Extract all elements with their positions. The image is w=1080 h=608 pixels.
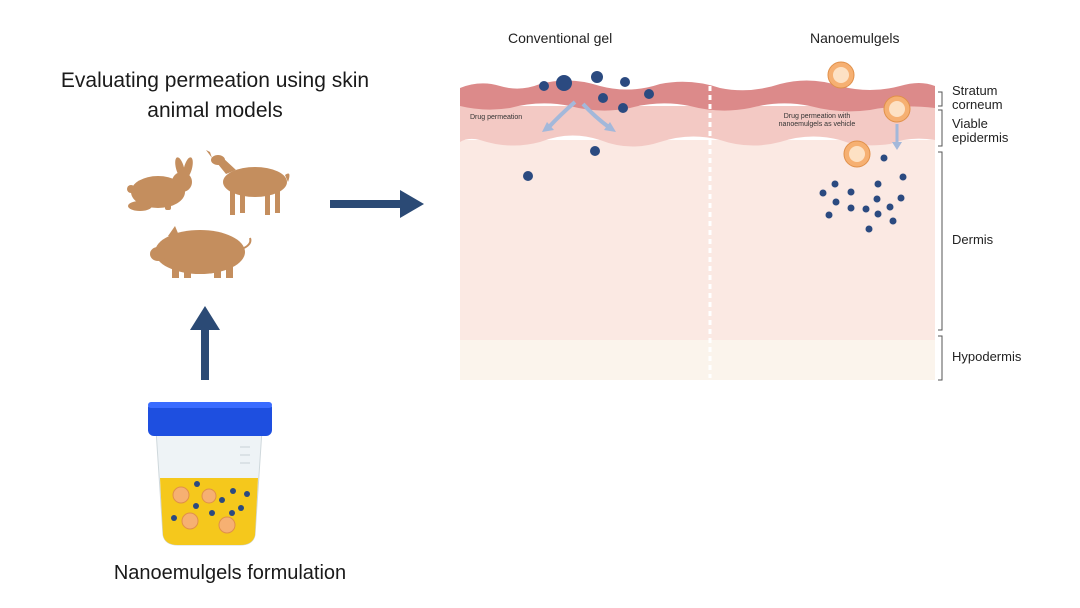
formulation-label: Nanoemulgels formulation bbox=[113, 562, 347, 584]
drug-particles-nano bbox=[819, 154, 907, 233]
rabbit-icon bbox=[127, 157, 193, 211]
vehicle-label-line1: Drug permeation with bbox=[783, 113, 851, 120]
goat-icon bbox=[206, 150, 290, 215]
drug-permeation-label: Drug permeation bbox=[470, 114, 523, 121]
viable-epidermis-label: Viable epidermis bbox=[952, 117, 1008, 145]
nanoemulgels-label: Nanoemulgels bbox=[810, 30, 900, 46]
dermis-label: Dermis bbox=[952, 232, 994, 247]
skin-panel bbox=[460, 61, 935, 380]
nanoemulsion-droplets bbox=[827, 61, 911, 168]
layer-brackets bbox=[938, 91, 943, 381]
drug-particles-conventional bbox=[523, 71, 654, 181]
right-arrow bbox=[330, 190, 424, 218]
viable-line1: Viable bbox=[952, 116, 988, 131]
drug-permeation-vehicle-label: Drug permeation with nanoemulgels as veh… bbox=[752, 113, 882, 129]
left-title: Evaluating permeation using skin animal … bbox=[60, 69, 370, 122]
stratum-line1: Stratum bbox=[952, 83, 998, 98]
viable-line2: epidermis bbox=[952, 130, 1009, 145]
stratum-corneum-label: Stratum corneum bbox=[952, 84, 1003, 112]
stratum-line2: corneum bbox=[952, 97, 1003, 112]
up-arrow bbox=[190, 306, 220, 380]
pig-icon bbox=[150, 226, 252, 278]
hypodermis-label: Hypodermis bbox=[952, 349, 1022, 364]
vehicle-label-line2: nanoemulgels as vehicle bbox=[778, 121, 856, 128]
container-icon bbox=[148, 402, 272, 546]
conventional-gel-label: Conventional gel bbox=[508, 30, 613, 46]
